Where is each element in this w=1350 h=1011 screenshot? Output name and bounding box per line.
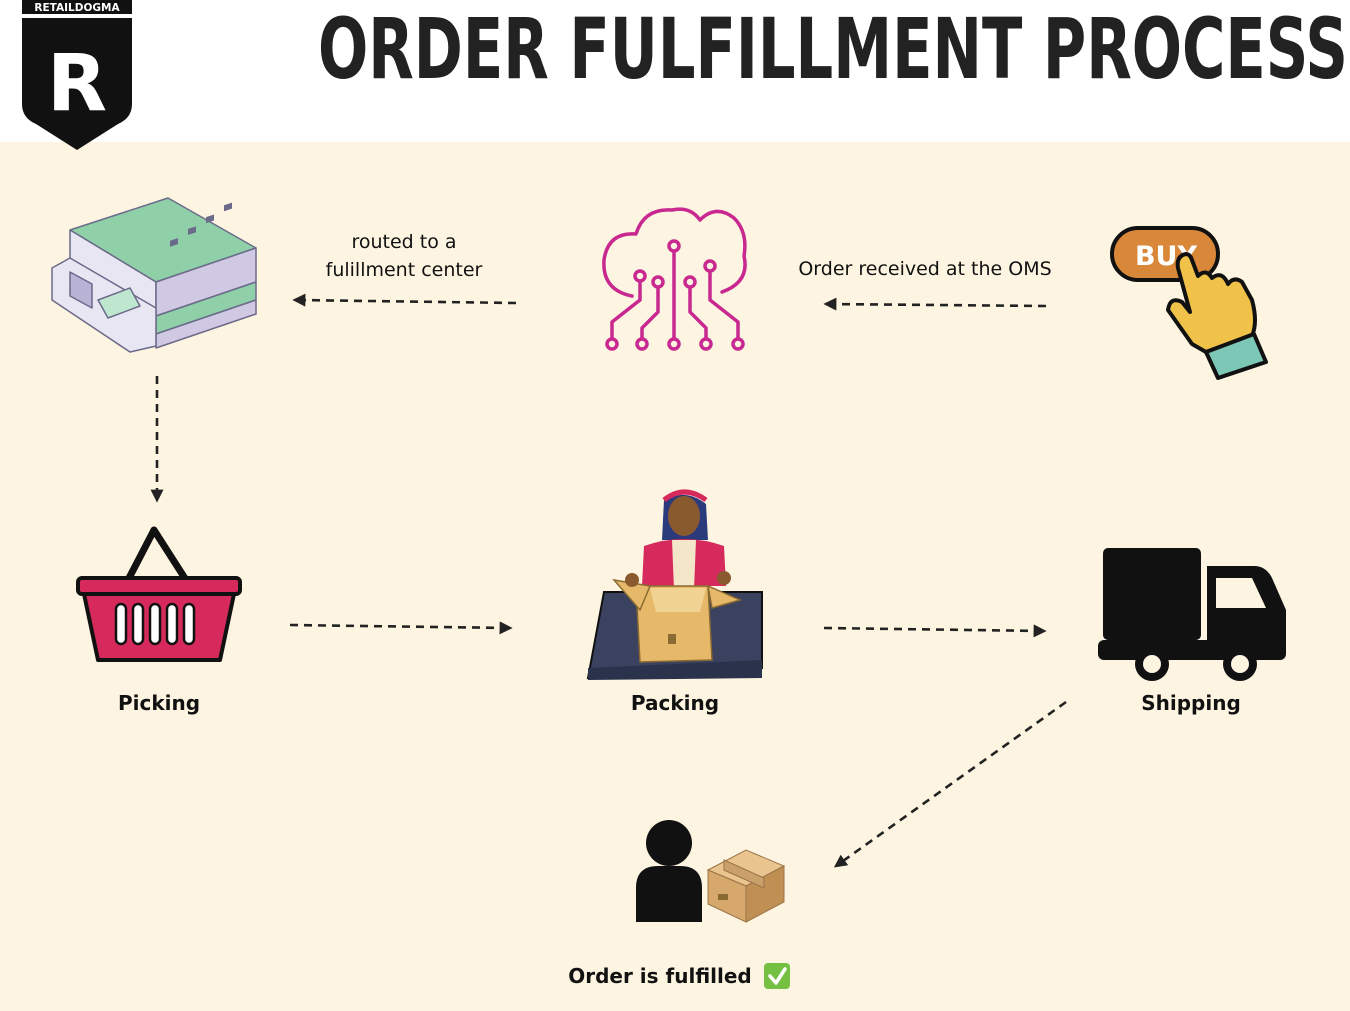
arrow-packing-to-shipping: [823, 624, 1047, 638]
customer-icon: [636, 820, 702, 922]
buy-click-icon: BUY: [1110, 226, 1268, 380]
page-title: ORDER FULFILLMENT PROCESS: [318, 4, 1348, 88]
order-received-label: Order received at the OMS: [798, 258, 1052, 280]
packing-worker-icon: [586, 489, 763, 680]
cloud-network-icon: [602, 207, 747, 351]
svg-text:ORDER FULFILLMENT PROCESS: ORDER FULFILLMENT PROCESS: [318, 4, 1348, 88]
brand-name: RETAILDOGMA: [34, 2, 120, 14]
brand-logo: RETAILDOGMA R: [22, 0, 132, 152]
shopping-basket-icon: [76, 526, 242, 662]
delivery-truck-icon: [1098, 548, 1286, 681]
header: [0, 0, 1350, 142]
arrow-picking-to-packing: [289, 621, 513, 635]
packing-label: Packing: [630, 691, 720, 715]
arrow-oms-to-warehouse: [292, 293, 517, 307]
arrow-buy-to-oms: [823, 297, 1047, 311]
check-mark-icon: [764, 963, 790, 989]
warehouse-icon: [51, 197, 257, 353]
fulfilled-label: Order is fulfilled: [568, 964, 752, 988]
logo-letter: R: [47, 39, 107, 129]
routed-label-line2: fulillment center: [325, 259, 483, 281]
picking-label: Picking: [117, 691, 201, 715]
routed-label: routed to a fulillment center: [290, 228, 518, 284]
shipping-label: Shipping: [1141, 691, 1241, 715]
routed-label-line1: routed to a: [351, 231, 457, 253]
parcel-box-icon: [706, 849, 786, 923]
arrow-shipping-to-customer: [833, 700, 1067, 868]
